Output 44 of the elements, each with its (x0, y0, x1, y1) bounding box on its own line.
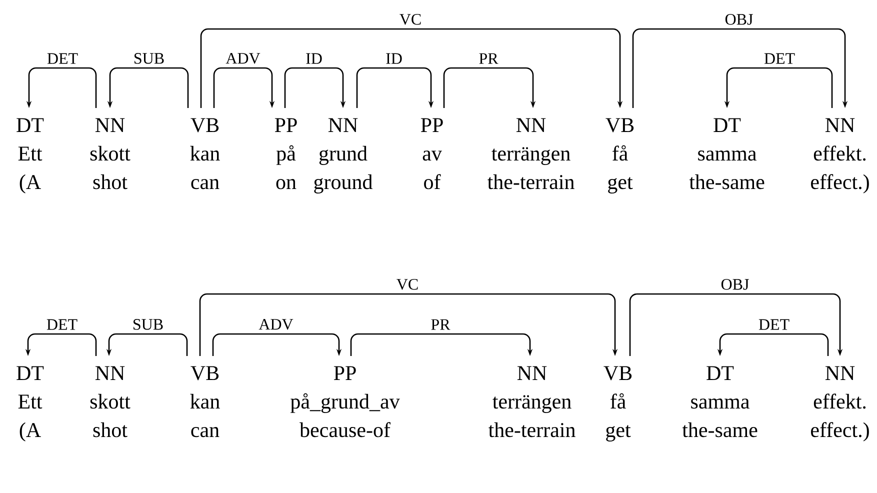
dependency-arc (284, 67, 346, 108)
token-column: DT Ett (A (16, 366, 44, 442)
token-column: NN terrängen the-terrain (488, 366, 576, 438)
arc-label: VC (396, 278, 418, 290)
arc-label: DET (764, 53, 795, 64)
arc-label: OBJ (721, 279, 749, 290)
arc-label: PR (479, 53, 498, 64)
arc-label: OBJ (725, 14, 753, 25)
arc-label: PR (431, 319, 450, 330)
token-column: DT samma the-same (689, 118, 764, 190)
dependency-arc (350, 333, 533, 356)
arc-label: SUB (134, 319, 163, 330)
token-column: NN skott shot (90, 118, 130, 190)
dependency-arc (200, 28, 623, 108)
token-column: VB kan can (190, 118, 220, 190)
dependency-arc (356, 67, 434, 108)
arc-label: DET (47, 53, 78, 64)
dependency-arc (213, 67, 275, 108)
token-column: NN terrängen the-terrain (488, 118, 574, 190)
token-column: NN skott shot (90, 366, 130, 438)
dependency-arc (443, 67, 536, 108)
token-column: PP på on (274, 118, 297, 190)
token-column: NN grund ground (314, 118, 372, 194)
arc-label: ID (306, 53, 322, 64)
token-column: NN effekt. effect.) (811, 366, 869, 442)
arc-label: DET (758, 319, 790, 330)
dependency-arc (632, 28, 848, 108)
arc-label: VC (400, 14, 421, 25)
arc-label: DET (46, 319, 78, 330)
arc-label: ID (386, 53, 402, 64)
dependency-arc (629, 293, 843, 356)
arc-label: SUB (134, 53, 164, 64)
arc-label: ADV (258, 319, 294, 330)
token-column: PP på_grund_av because-of (290, 366, 400, 438)
token-column: VB få get (606, 118, 634, 194)
token-column: NN effekt. effect.) (811, 118, 869, 194)
token-column: DT Ett (A (16, 118, 44, 194)
token-column: PP av of (420, 118, 443, 190)
token-column: VB kan can (190, 366, 220, 438)
token-column: VB få get (604, 366, 632, 442)
token-column: DT samma the-same (682, 366, 758, 438)
arc-label: ADV (226, 53, 260, 64)
dependency-arc (199, 293, 618, 356)
dependency-arc (212, 333, 342, 356)
